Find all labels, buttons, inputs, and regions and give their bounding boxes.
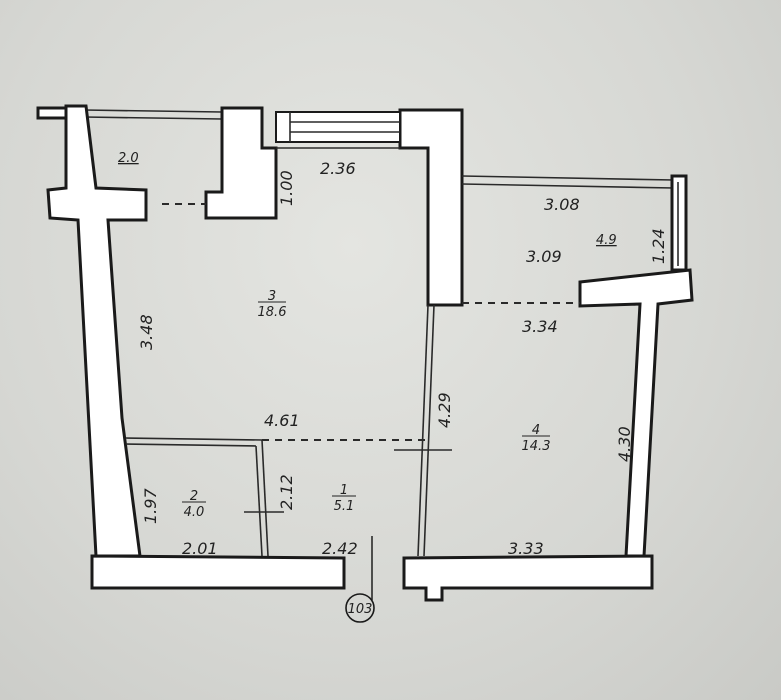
dim-window-depth: 1.00 [277, 170, 296, 206]
dim-room2-width-side: 2.12 [277, 474, 296, 510]
room2-area: 4.0 [184, 505, 205, 520]
room4-area: 14.3 [522, 439, 551, 454]
dim-wall-mid: 4.29 [435, 392, 454, 428]
dim-top-opening: 2.36 [320, 159, 356, 178]
apartment-number-marker: 103 [345, 593, 375, 623]
right-wall-stub [578, 268, 694, 558]
dim-balcony-right-inner: 3.09 [526, 247, 562, 266]
dim-room3-bottom: 4.61 [264, 411, 300, 430]
balcony-right-area: 4.9 [596, 233, 617, 248]
room2-partition [125, 437, 269, 557]
dim-room3-left: 3.48 [137, 314, 156, 350]
dim-room2-height: 1.97 [141, 488, 160, 524]
balcony-left-area: 2.0 [118, 151, 139, 166]
left-outer-wall [46, 104, 148, 558]
room4-number: 4 [532, 423, 540, 438]
bottom-outer-wall [90, 554, 346, 590]
dim-room4-right: 4.30 [615, 426, 634, 462]
dim-balcony-right-outer: 3.08 [544, 195, 580, 214]
room2-number: 2 [190, 489, 198, 504]
room3-area: 18.6 [258, 305, 287, 320]
room3-number: 3 [268, 289, 276, 304]
dim-room4-bottom: 3.33 [508, 539, 544, 558]
partition-block-left [204, 106, 278, 220]
top-window [275, 111, 401, 149]
partition-wall-vertical [417, 304, 435, 557]
dim-balcony-right-depth: 1.24 [649, 228, 668, 264]
dim-room4-top: 3.34 [522, 317, 558, 336]
room1-number: 1 [340, 483, 348, 498]
bottom-outer-wall-right [402, 554, 654, 602]
apartment-number: 103 [348, 602, 373, 617]
dim-room2-bottom: 2.01 [182, 539, 218, 558]
wall-top-right-pier [398, 108, 464, 307]
dim-room1-bottom: 2.42 [322, 539, 358, 558]
room1-area: 5.1 [334, 499, 355, 514]
